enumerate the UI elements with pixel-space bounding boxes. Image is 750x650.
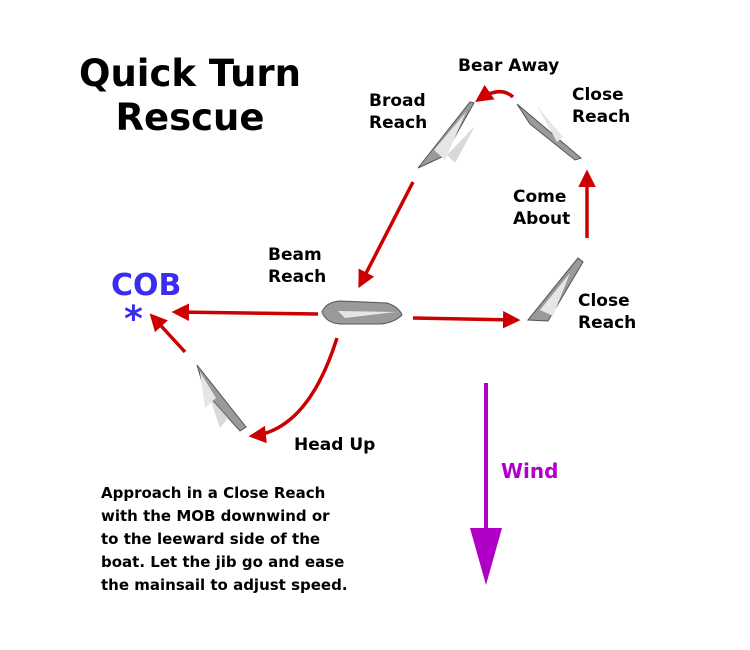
label-broad-reach-line-1: Broad: [369, 91, 426, 111]
boat-broad-reach: [417, 101, 475, 169]
boat-beam-reach: [321, 300, 403, 325]
arrow-broad-reach-down: [358, 181, 415, 289]
arrow-to-cob: [149, 313, 187, 354]
wind-label: Wind: [501, 459, 559, 483]
label-bear-away: Bear Away: [458, 56, 560, 76]
label-close-reach-right-line-1: Close: [578, 291, 630, 311]
label-close-reach-top-line-2: Reach: [572, 107, 631, 127]
label-beam-reach-line-1: Beam: [268, 245, 322, 265]
label-beam-reach: Beam Reach: [268, 244, 326, 288]
approach-note: Approach in a Close Reach with the MOB d…: [101, 482, 348, 597]
note-line: boat. Let the jib go and ease: [101, 553, 345, 571]
label-head-up: Head Up: [294, 435, 376, 455]
arrow-beam-to-close-reach: [412, 310, 521, 329]
note-line: the mainsail to adjust speed.: [101, 576, 348, 594]
label-close-reach-top: Close Reach: [572, 84, 630, 128]
boat-close-reach-top: [516, 103, 583, 161]
title-line-1: Quick Turn: [79, 52, 301, 95]
label-come-about: Come About: [513, 186, 570, 230]
wind-arrow: [470, 383, 502, 585]
label-broad-reach: Broad Reach: [369, 90, 427, 134]
label-close-reach-right: Close Reach: [578, 290, 636, 334]
label-close-reach-top-line-1: Close: [572, 85, 624, 105]
note-line: to the leeward side of the: [101, 530, 321, 548]
arrow-bear-away: [475, 84, 515, 102]
label-come-about-line-2: About: [513, 209, 571, 229]
boat-close-reach-right: [526, 257, 584, 322]
label-beam-reach-line-2: Reach: [268, 267, 327, 287]
note-line: with the MOB downwind or: [101, 507, 330, 525]
note-line: Approach in a Close Reach: [101, 484, 326, 502]
arrow-cob-to-beam-reach: [171, 303, 319, 321]
cob-marker: *: [124, 299, 143, 340]
label-close-reach-right-line-2: Reach: [578, 313, 637, 333]
diagram-title: Quick Turn Rescue: [60, 52, 320, 140]
cob-label: COB: [111, 268, 182, 303]
arrow-head-up: [248, 337, 339, 444]
boat-head-up: [196, 364, 247, 432]
label-broad-reach-line-2: Reach: [369, 113, 428, 133]
title-line-2: Rescue: [115, 96, 265, 139]
label-come-about-line-1: Come: [513, 187, 567, 207]
